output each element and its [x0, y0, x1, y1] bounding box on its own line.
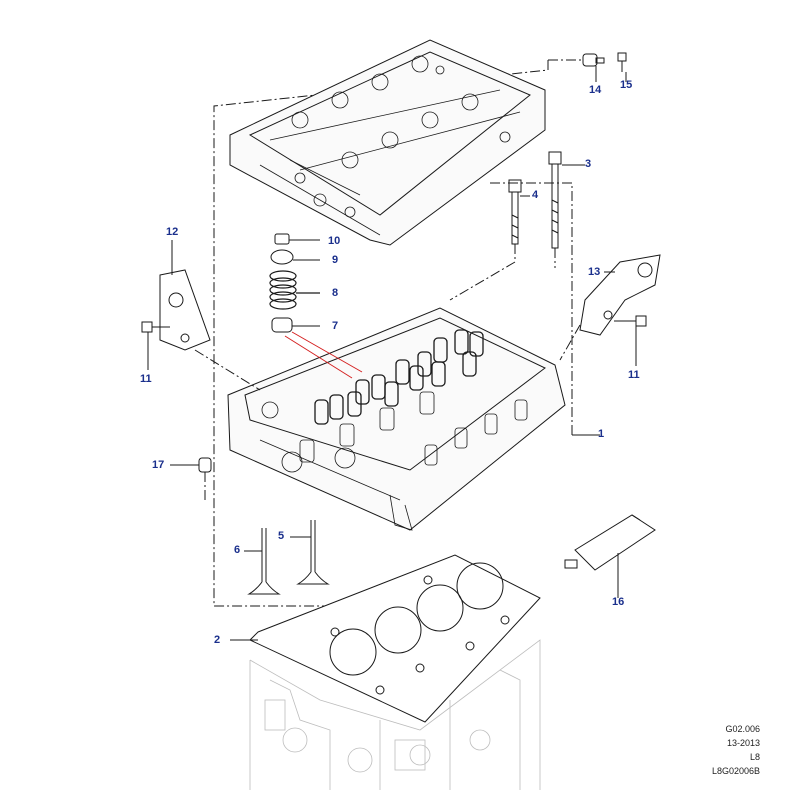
- callout-3[interactable]: 3: [585, 158, 592, 170]
- reference-block: G02.006 13-2013 L8 L8G02006B: [712, 722, 760, 778]
- callout-8[interactable]: 8: [332, 287, 339, 299]
- camshaft-carrier: [229, 39, 546, 246]
- engine-block-outline: [249, 639, 541, 790]
- callout-4[interactable]: 4: [532, 189, 539, 201]
- callout-10[interactable]: 10: [328, 235, 341, 247]
- illustration-id: L8G02006B: [711, 766, 760, 776]
- callout-5[interactable]: 5: [278, 530, 285, 542]
- sealant-tube: [564, 514, 656, 598]
- sensor-bolt: [617, 52, 627, 82]
- bolt-11-right: [614, 315, 647, 366]
- callout-16[interactable]: 16: [612, 596, 625, 608]
- bolt-11-left: [141, 321, 170, 370]
- inlet-valve: [290, 520, 330, 585]
- cylinder-head: [227, 307, 566, 531]
- exhaust-valve: [244, 528, 281, 595]
- callout-2[interactable]: 2: [214, 634, 221, 646]
- diagram-code: G02.006: [725, 724, 760, 734]
- callout-6[interactable]: 6: [234, 544, 241, 556]
- callout-17[interactable]: 17: [152, 459, 165, 471]
- callout-7[interactable]: 7: [332, 320, 339, 332]
- camshaft-sensor: [548, 53, 605, 82]
- head-bolt-long: [548, 151, 562, 268]
- callout-12[interactable]: 12: [166, 226, 179, 238]
- lifting-eye-right: [559, 254, 661, 361]
- head-bolt-short: [449, 179, 522, 301]
- group-bracket: [213, 60, 549, 607]
- assembly-bracket: [490, 182, 573, 435]
- head-gasket: [230, 554, 541, 723]
- highlight-lines: [284, 331, 363, 379]
- lifting-eye-left: [159, 240, 261, 391]
- callout-9[interactable]: 9: [332, 254, 339, 266]
- callout-11-left[interactable]: 11: [140, 373, 152, 385]
- callout-14[interactable]: 14: [589, 84, 602, 96]
- callout-11-right[interactable]: 11: [628, 369, 640, 381]
- valve-spring: [269, 270, 320, 310]
- spring-retainer: [270, 249, 320, 265]
- valve-collet: [274, 233, 320, 245]
- diagram-date: 13-2013: [726, 738, 760, 748]
- valve-stem-seal: [271, 317, 320, 333]
- callout-1[interactable]: 1: [598, 428, 605, 440]
- callout-15[interactable]: 15: [620, 79, 633, 91]
- model-code: L8: [749, 752, 760, 762]
- dowel: [170, 457, 212, 500]
- callout-13[interactable]: 13: [588, 266, 601, 278]
